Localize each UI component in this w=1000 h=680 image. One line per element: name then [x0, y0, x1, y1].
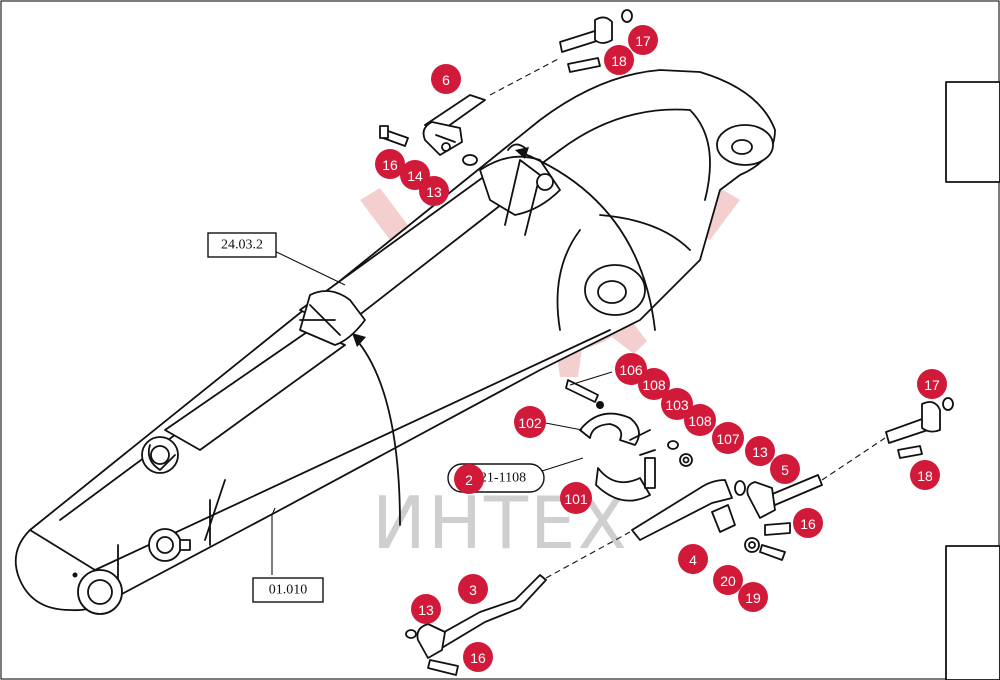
bottom-pipe-hardware	[405, 531, 631, 676]
callout-101[interactable]: 101	[560, 482, 592, 514]
callout-number: 107	[716, 431, 740, 447]
callout-marker	[628, 25, 658, 55]
callout-3[interactable]: 3	[458, 574, 488, 604]
clamp-hardware	[565, 379, 693, 502]
callout-102[interactable]: 102	[514, 406, 546, 438]
callout-marker	[454, 464, 484, 494]
callout-marker	[661, 388, 693, 420]
reference-label-24-03-2[interactable]: 24.03.2	[207, 232, 277, 258]
callout-108[interactable]: 108	[638, 368, 670, 400]
callout-108[interactable]: 108	[684, 404, 716, 436]
callout-marker	[375, 149, 405, 179]
callout-number: 16	[470, 650, 486, 666]
callout-marker	[910, 460, 940, 490]
callout-number: 103	[665, 397, 689, 413]
callout-marker	[917, 369, 947, 399]
callout-marker	[713, 565, 743, 595]
callout-number: 13	[418, 602, 434, 618]
svg-text:24.03.2: 24.03.2	[221, 238, 263, 253]
callout-106[interactable]: 106	[615, 353, 647, 385]
callout-number: 101	[564, 491, 588, 507]
reference-label-01-010[interactable]: 01.010	[252, 577, 324, 603]
callout-20[interactable]: 20	[713, 565, 743, 595]
callout-marker	[514, 406, 546, 438]
callout-16[interactable]: 16	[375, 149, 405, 179]
svg-text:01.010: 01.010	[269, 583, 308, 598]
callout-18[interactable]: 18	[910, 460, 940, 490]
callout-marker	[463, 642, 493, 672]
callout-number: 13	[426, 184, 442, 200]
callout-number: 6	[442, 72, 450, 88]
callout-marker	[638, 368, 670, 400]
right-pipe-hardware	[631, 397, 954, 561]
callout-marker	[411, 594, 441, 624]
top-pipe-hardware	[379, 9, 633, 166]
callout-marker	[793, 508, 823, 538]
callout-number: 4	[689, 552, 697, 568]
callout-number: 18	[611, 53, 627, 69]
callout-13[interactable]: 13	[419, 176, 449, 206]
svg-text:21-1108: 21-1108	[480, 471, 526, 486]
callout-5[interactable]: 5	[770, 454, 800, 484]
callout-marker	[604, 45, 634, 75]
callout-marker	[738, 582, 768, 612]
assembly-arrows	[352, 147, 656, 526]
callout-17[interactable]: 17	[917, 369, 947, 399]
callout-number: 14	[407, 168, 423, 184]
callout-13[interactable]: 13	[411, 594, 441, 624]
callout-marker	[458, 574, 488, 604]
callout-2[interactable]: 2	[454, 464, 484, 494]
callout-marker	[560, 482, 592, 514]
callout-number: 2	[465, 472, 473, 488]
side-tab-top	[945, 81, 1000, 183]
callout-18[interactable]: 18	[604, 45, 634, 75]
callout-number: 20	[720, 573, 736, 589]
callout-number: 17	[924, 377, 940, 393]
callout-13[interactable]: 13	[745, 436, 775, 466]
callout-number: 16	[800, 516, 816, 532]
callout-16[interactable]: 16	[463, 642, 493, 672]
callout-number: 108	[688, 413, 712, 429]
callout-number: 17	[635, 33, 651, 49]
callout-number: 18	[917, 468, 933, 484]
callout-17[interactable]: 17	[628, 25, 658, 55]
callout-number: 106	[619, 362, 643, 378]
callout-marker	[745, 436, 775, 466]
callout-number: 19	[745, 590, 761, 606]
callout-number: 3	[469, 582, 477, 598]
callout-103[interactable]: 103	[661, 388, 693, 420]
callout-marker	[615, 353, 647, 385]
callout-marker	[684, 404, 716, 436]
callout-16[interactable]: 16	[793, 508, 823, 538]
callout-marker	[431, 64, 461, 94]
callout-marker	[419, 176, 449, 206]
hydraulic-cylinder	[147, 143, 561, 471]
callout-number: 16	[382, 157, 398, 173]
callout-number: 108	[642, 377, 666, 393]
side-tab-bottom	[945, 545, 1000, 680]
callout-number: 13	[752, 444, 768, 460]
callout-number: 5	[781, 462, 789, 478]
callout-marker	[770, 454, 800, 484]
callout-107[interactable]: 107	[712, 422, 744, 454]
callout-marker	[712, 422, 744, 454]
callout-number: 102	[518, 415, 542, 431]
callout-marker	[678, 544, 708, 574]
callout-4[interactable]: 4	[678, 544, 708, 574]
callout-6[interactable]: 6	[431, 64, 461, 94]
callout-19[interactable]: 19	[738, 582, 768, 612]
